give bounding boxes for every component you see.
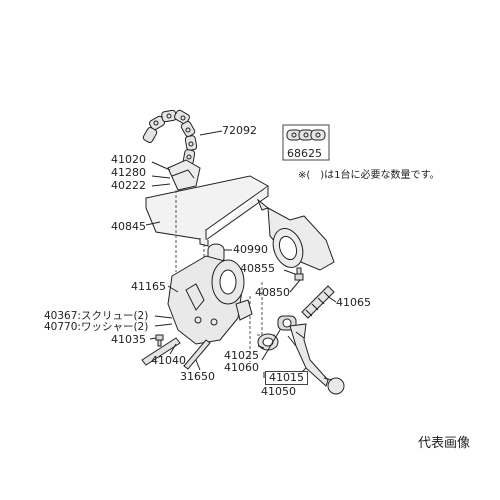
leader-40770 — [154, 323, 173, 327]
label-41035: 41035 — [111, 333, 146, 346]
label-40845: 40845 — [111, 220, 146, 233]
screw-part-41035 — [155, 334, 164, 347]
leader-41060 — [261, 329, 281, 361]
label-40850: 40850 — [255, 286, 290, 299]
label-40990: 40990 — [233, 243, 268, 256]
label-41020: 41020 — [111, 153, 146, 166]
leader-41025 — [257, 345, 265, 349]
label-72092: 72092 — [222, 124, 257, 137]
label-41015: 41015 — [265, 371, 308, 385]
representative-image-caption: 代表画像 — [418, 436, 471, 451]
body-part-41165 — [167, 255, 253, 345]
pin-part-41040 — [141, 337, 181, 366]
washer-part-41025 — [257, 333, 279, 351]
label-41280: 41280 — [111, 166, 146, 179]
label-31650: 31650 — [180, 370, 215, 383]
quantity-note: ※( )は1台に必要な数量です。 — [298, 170, 440, 181]
label-68625: 68625 — [287, 147, 322, 160]
chain-part-72092 — [142, 109, 198, 165]
label-40770: 40770:ワッシャー(2) — [44, 321, 149, 333]
leader-40845 — [145, 221, 161, 226]
leader-41165 — [167, 285, 179, 293]
label-40367: 40367:スクリュー(2) — [44, 310, 149, 322]
leader-41020 — [151, 161, 171, 171]
leader-41065 — [329, 297, 337, 303]
leader-40222 — [151, 183, 171, 187]
leader-41035 — [149, 337, 157, 340]
label-41050: 41050 — [261, 385, 296, 398]
label-41040: 41040 — [151, 354, 186, 367]
label-41065: 41065 — [336, 296, 371, 309]
label-40855: 40855 — [240, 262, 275, 275]
leader-41040 — [169, 343, 177, 355]
leader-72092 — [199, 130, 223, 136]
frame-68625 — [282, 124, 330, 161]
spring-part-41065 — [301, 285, 335, 319]
label-41165: 41165 — [131, 280, 166, 293]
leader-40855 — [283, 269, 296, 275]
jaw-part-41020 — [167, 159, 201, 191]
label-40222: 40222 — [111, 179, 146, 192]
chain-part-68625 — [286, 129, 326, 141]
label-41025: 41025 — [224, 349, 259, 362]
leader-41280 — [151, 175, 171, 179]
screw-part-40855 — [294, 267, 304, 281]
label-41060: 41060 — [224, 361, 259, 374]
housing-part-40850 — [256, 198, 335, 271]
handle-part-41050 — [287, 323, 345, 395]
pin-part-31650 — [183, 339, 211, 370]
leader-40367 — [154, 315, 173, 319]
tray-part-40845 — [145, 175, 269, 247]
leader-40850 — [289, 279, 301, 293]
leader-31650 — [195, 359, 201, 371]
